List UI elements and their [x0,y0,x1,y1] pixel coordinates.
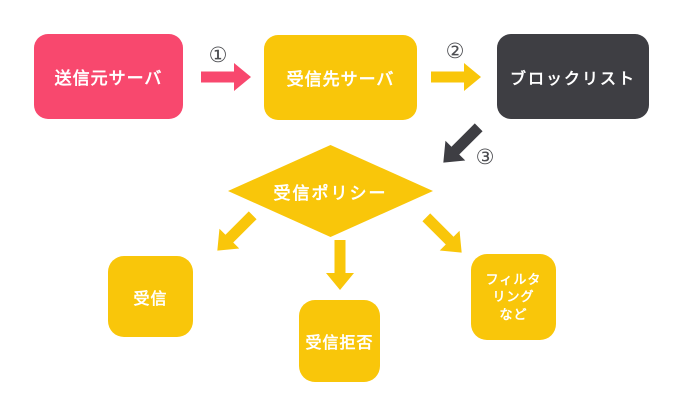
arrow-right-icon-step2 [431,63,481,91]
node-reception-policy-label: 受信ポリシー [273,183,388,203]
step-1-badge: ① [208,44,228,67]
node-accept-label: 受信 [133,290,168,308]
node-reject-label: 受信拒否 [305,335,374,352]
node-destination-server-label: 受信先サーバ [286,70,395,89]
step-2-badge: ② [445,40,465,63]
arrow-down-left-icon-step3 [443,123,483,163]
node-destination-server: 受信先サーバ [264,35,417,120]
arrow-right-icon-step1 [201,63,251,91]
arrow-down-icon-branch-reject [326,240,354,290]
arrow-down-left-icon-branch-accept [217,211,257,251]
node-blocklist: ブロックリスト [497,34,649,119]
node-source-server: 送信元サーバ [34,34,183,119]
node-reject: 受信拒否 [299,300,380,382]
node-blocklist-label: ブロックリスト [509,70,636,88]
node-accept: 受信 [108,256,193,337]
arrow-down-right-icon-branch-filter [422,213,462,253]
node-source-server-label: 送信元サーバ [54,69,163,88]
step-3-badge: ③ [475,146,495,169]
node-filtering: フィルタ リング など [471,254,556,340]
node-filtering-label: フィルタ リング など [485,271,542,322]
